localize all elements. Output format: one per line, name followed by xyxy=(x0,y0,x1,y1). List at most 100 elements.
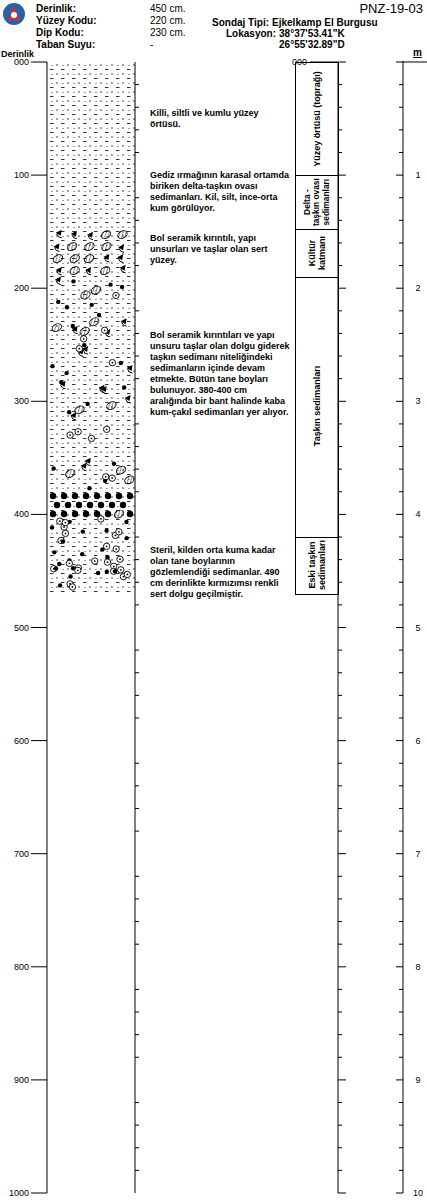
tick xyxy=(396,288,403,289)
pebble-symbol xyxy=(100,518,102,520)
gravel-symbol xyxy=(50,364,54,368)
layer-description: Bol seramik kırıntıları ve yapı unsuru t… xyxy=(150,330,290,418)
pebble-symbol xyxy=(117,556,123,562)
gravel-symbol xyxy=(50,493,56,499)
ceramic-symbol xyxy=(104,258,109,262)
tick xyxy=(399,717,403,718)
tick xyxy=(399,1170,403,1171)
tick xyxy=(31,514,47,515)
ceramic-symbol xyxy=(119,248,124,252)
tick xyxy=(135,831,139,832)
tick xyxy=(135,446,139,447)
tick xyxy=(399,989,403,990)
depth-label: 300 xyxy=(14,395,29,407)
tick xyxy=(399,785,403,786)
gravel-symbol xyxy=(105,570,109,574)
depth-label: 100 xyxy=(14,169,29,181)
stone-symbol xyxy=(105,400,117,411)
depth-label: 1000 xyxy=(9,1187,29,1199)
tick xyxy=(399,265,403,266)
stone-symbol xyxy=(113,509,125,520)
tick xyxy=(396,1193,403,1194)
ceramic-symbol xyxy=(82,467,87,471)
unit-name: Taşkın sedimanları xyxy=(312,279,322,533)
header-field: Taban Suyu: xyxy=(36,39,95,51)
stone-symbol xyxy=(115,465,127,476)
tick xyxy=(399,1012,403,1013)
tick xyxy=(399,220,403,221)
gravel-symbol xyxy=(87,502,93,508)
tick xyxy=(135,921,139,922)
logo xyxy=(3,3,25,25)
metre-label: 5 xyxy=(415,622,420,634)
ceramic-symbol xyxy=(86,271,91,275)
tick xyxy=(399,84,403,85)
stone-symbol xyxy=(79,326,91,337)
tick xyxy=(338,695,342,696)
gravel-symbol xyxy=(120,502,126,508)
tick xyxy=(135,107,139,108)
depth-label: 400 xyxy=(14,508,29,520)
stone-symbol xyxy=(52,253,64,264)
tick xyxy=(31,175,47,176)
tick xyxy=(399,898,403,899)
gravel-symbol xyxy=(109,502,115,508)
metre-label: 6 xyxy=(415,735,420,747)
pebble-symbol xyxy=(75,567,81,573)
tick xyxy=(399,129,403,130)
tick xyxy=(399,876,403,877)
pebble-symbol xyxy=(115,548,117,550)
pebble-symbol xyxy=(109,475,115,481)
metre-label: 9 xyxy=(415,1074,420,1086)
gravel-symbol xyxy=(112,462,116,466)
tick xyxy=(338,740,346,741)
tick xyxy=(396,62,403,63)
ceramic-symbol xyxy=(126,399,131,403)
tick xyxy=(135,695,139,696)
tick xyxy=(338,717,342,718)
pebble-symbol xyxy=(113,546,119,552)
gravel-symbol xyxy=(104,528,108,532)
pebble-symbol xyxy=(106,428,108,430)
tick xyxy=(399,242,403,243)
tick xyxy=(135,220,139,221)
stone-symbol xyxy=(83,241,95,252)
ceramic-symbol xyxy=(71,416,76,420)
gravel-symbol xyxy=(97,313,101,317)
pebble-symbol xyxy=(113,565,115,567)
tick xyxy=(135,559,139,560)
tick xyxy=(338,514,346,515)
stone-symbol xyxy=(83,253,95,264)
pebble-symbol xyxy=(94,560,96,562)
tick xyxy=(135,1012,139,1013)
tick xyxy=(135,333,139,334)
gravel-symbol xyxy=(57,562,61,566)
tick xyxy=(135,763,139,764)
header-field: 220 cm. xyxy=(150,15,186,27)
tick xyxy=(135,604,139,605)
depth-label: 500 xyxy=(14,622,29,634)
gravel-symbol xyxy=(127,493,133,499)
gravel-symbol xyxy=(54,566,58,570)
ceramic-symbol xyxy=(57,271,62,275)
tick xyxy=(399,378,403,379)
tick xyxy=(135,265,139,266)
pebble-symbol xyxy=(124,571,130,577)
tick xyxy=(399,604,403,605)
borehole-id: PNZ-19-03 xyxy=(359,1,423,16)
layer-description: Killi, siltli ve kumlu yüzey örtüsü. xyxy=(150,108,290,130)
tick xyxy=(399,831,403,832)
header-field: Sondaj Tipi: xyxy=(212,17,269,29)
pebble-symbol xyxy=(77,569,79,571)
tick xyxy=(338,1034,342,1035)
ceramic-symbol xyxy=(118,258,123,262)
gravel-symbol xyxy=(54,502,60,508)
gravel-symbol xyxy=(64,371,68,375)
tick xyxy=(396,1079,403,1080)
tick xyxy=(135,1102,139,1103)
gravel-symbol xyxy=(83,511,89,517)
unit-name: Kültür katmanı xyxy=(307,232,327,274)
metre-label: 10 xyxy=(413,1187,423,1199)
gravel-symbol xyxy=(71,279,75,283)
tick xyxy=(338,288,346,289)
